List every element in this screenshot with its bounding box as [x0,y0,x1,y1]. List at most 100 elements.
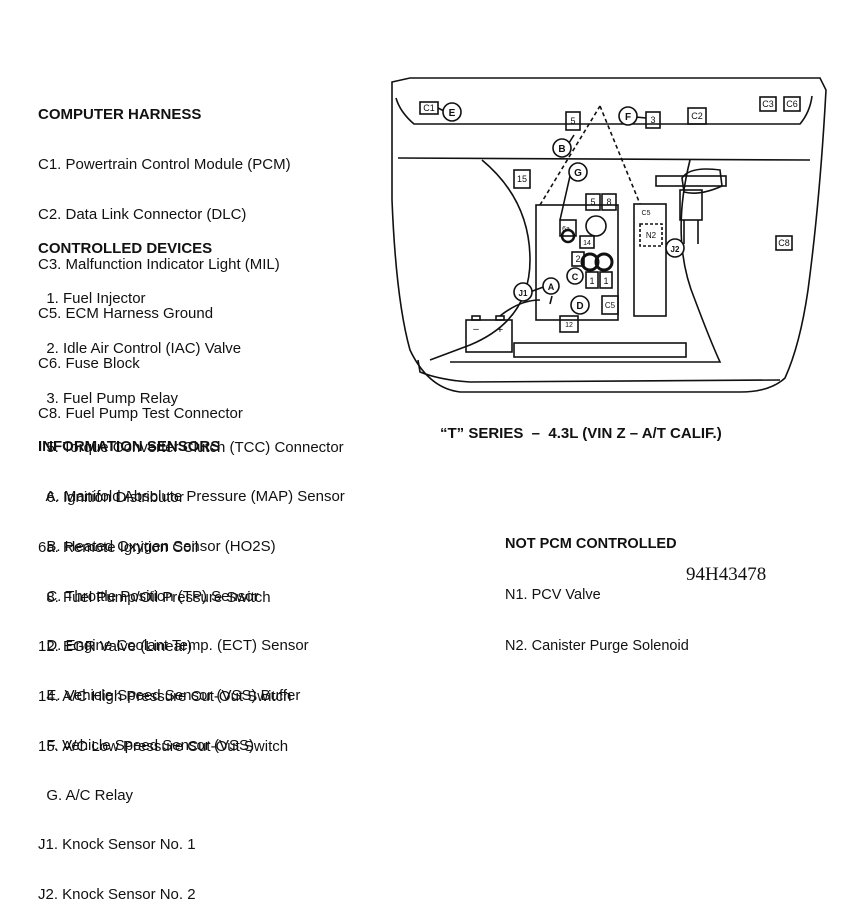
label-3: 3 [650,115,655,125]
callout-b-circle [552,138,572,158]
legend-item: G. A/C Relay [38,786,134,804]
battery [465,319,513,353]
information-sensors-heading: INFORMATION SENSORS [38,438,221,456]
label-j1: J1 [519,289,528,298]
box-c5 [601,295,619,315]
legend-item: B. Heated Oxygen Sensor (HO2S) [38,537,276,555]
label-2: 2 [575,254,580,264]
label-f: F [625,112,631,123]
callout-e-circle [442,102,462,122]
information-sensors-legend: INFORMATION SENSORS A. Manifold Absolute… [38,406,345,920]
legend-item: A. Manifold Absolute Pressure (MAP) Sens… [38,487,345,505]
legend-item: 3. Fuel Pump Relay [38,389,179,407]
label-1b: 1 [603,276,608,286]
relay-5 [565,111,581,131]
label-12: 12 [565,322,573,329]
label-j2: J2 [671,245,680,254]
label-a: A [548,282,555,292]
callout-j2-circle [665,238,685,258]
radiator [513,342,687,358]
engine-block [535,204,619,321]
legend-item: 6a. Remote Ignition Coil [38,538,199,556]
battery-terminal-neg [471,315,481,321]
right-fender-curve [450,159,722,363]
label-1a: 1 [589,276,594,286]
battery-cable [499,299,541,317]
label-c: C [572,272,579,282]
air-filter-body [679,189,703,221]
label-15: 15 [517,174,527,184]
label-d: D [576,301,583,312]
label-c5: C5 [605,301,616,310]
label-n2: N2 [646,231,657,240]
battery-neg-sign: – [473,324,479,335]
radiator-support [417,359,781,383]
label-5b: 5 [590,197,595,207]
callout-c-circle [566,267,584,285]
legend-item: C1. Powertrain Control Module (PCM) [38,155,291,173]
legend-item: J1. Knock Sensor No. 1 [38,836,196,854]
callout-a-circle [542,277,560,295]
relay-3 [645,111,661,129]
box-14 [579,235,595,249]
legend-item: N1. PCV Valve [505,587,601,603]
legend-item: C6. Fuse Block [38,355,140,373]
not-pcm-heading: NOT PCM CONTROLLED [505,536,677,552]
distributor-cap [585,215,607,237]
distributor-b [594,252,614,272]
controlled-devices-heading: CONTROLLED DEVICES [38,240,213,258]
label-8: 8 [606,197,611,207]
box-8 [601,193,617,211]
legend-item: 8. Fuel Pump/Oil Pressure Switch [38,588,271,606]
distributor-a [580,252,600,272]
legend-item: J2. Knock Sensor No. 2 [38,886,196,904]
air-intake-scoop [681,168,723,194]
dashed-view-line-right [599,105,641,205]
label-5: 5 [570,116,575,126]
label-c8: C8 [778,238,790,248]
air-intake [655,175,727,187]
distributor-c [560,228,576,244]
diagram-caption: “T” SERIES – 4.3L (VIN Z – A/T CALIF.) [440,425,722,442]
computer-harness-heading: COMPUTER HARNESS [38,106,202,124]
box-5-engine [585,193,601,211]
callout-d-circle [570,295,590,315]
legend-item: E. Vehicle Speed Sensor (VSS) Buffer [38,687,301,705]
label-g: G [574,168,582,179]
air-cleaner-box [633,203,667,317]
legend-item: D. Engine Coolant Temp. (ECT) Sensor [38,637,309,655]
not-pcm-legend: NOT PCM CONTROLLED N1. PCV Valve N2. Can… [505,502,689,672]
callout-j1-circle [513,282,533,302]
legend-item: 1. Fuel Injector [38,289,146,307]
callout-f-circle [618,106,638,126]
vehicle-body-outline [391,77,827,393]
label-c3: C3 [762,99,774,109]
label-6a: 6a [562,226,570,233]
legend-item: C. Throttle Position (TP) Sensor [38,587,259,605]
box-1a [585,271,599,289]
legend-item: C8. Fuel Pump Test Connector [38,404,243,422]
label-c1: C1 [423,103,435,113]
box-1b [599,271,613,289]
legend-item: C2. Data Link Connector (DLC) [38,205,247,223]
c6b-connector [759,96,777,112]
relay-15 [513,169,531,189]
box-12 [559,315,579,333]
dashed-view-line-left [539,105,601,206]
firewall-line [397,157,811,161]
label-c6: C6 [786,99,798,109]
legend-item: N2. Canister Purge Solenoid [505,638,689,654]
c8-connector [775,235,793,251]
label-b: B [558,144,565,155]
legend-item: 2. Idle Air Control (IAC) Valve [38,339,242,357]
legend-item: 12. EGR Valve (Linear) [38,638,192,656]
leader-a [549,295,553,305]
battery-terminal-pos [495,315,505,321]
n2-dashed-box [639,223,663,247]
figure-id: 94H43478 [686,564,767,585]
cowl-curve [395,95,813,125]
callout-g-circle [568,162,588,182]
air-duct [683,220,699,244]
leader-g [559,175,571,221]
legend-item: 6. Ignition Distributor [38,489,184,507]
